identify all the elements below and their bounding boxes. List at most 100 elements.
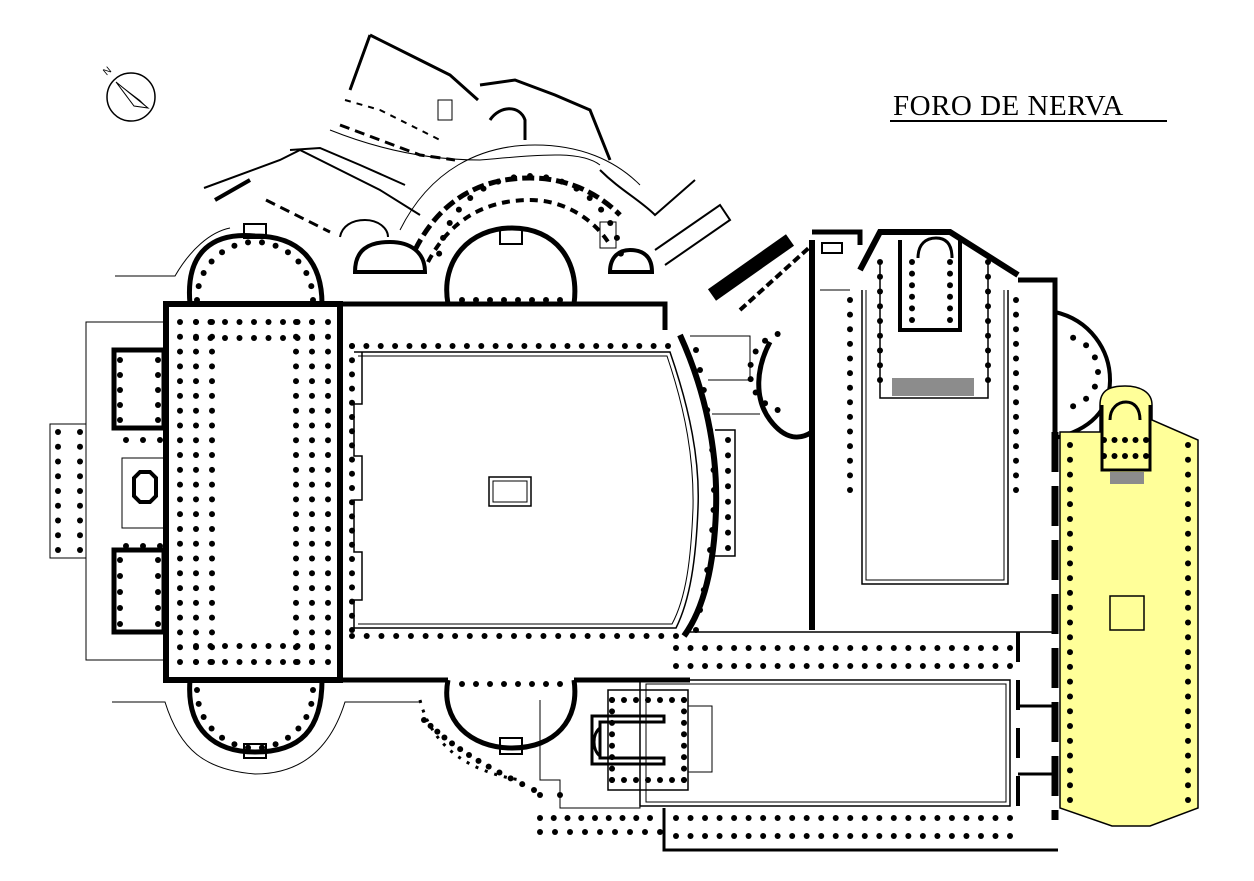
column-dot [725,483,731,490]
column-dot [909,270,915,277]
column-dot [847,297,853,303]
column-dot [265,659,272,665]
column-dot [209,363,215,370]
column-dot [607,343,614,349]
column-dot [934,833,941,839]
column-dot [877,318,883,324]
column-dot [193,407,199,414]
column-dot [669,777,675,783]
column-dot [1067,530,1073,537]
column-dot [349,456,355,463]
column-dot [193,570,199,577]
column-dot [909,282,915,289]
column-dot [1067,797,1073,803]
column-dot [617,250,624,257]
column-dot [193,319,199,325]
column-dot [1095,369,1101,375]
column-dot [1013,370,1019,377]
column-dot [877,332,883,339]
column-dot [208,725,215,732]
column-dot [789,815,796,821]
column-dot [193,437,199,444]
column-dot [487,681,493,687]
column-dot [155,402,161,408]
column-dot [774,330,781,337]
column-dot [325,481,331,488]
column-dot [847,413,853,420]
column-dot [507,775,514,782]
column-dot [501,681,507,687]
column-dot [272,741,279,748]
column-dot [725,452,731,459]
column-dot [934,645,941,651]
column-dot [177,319,183,325]
column-dot [378,633,385,639]
column-dot [280,659,286,665]
column-dot [511,633,517,639]
column-dot [407,633,414,639]
column-dot [251,659,257,665]
column-dot [752,389,759,396]
column-dot [529,297,535,303]
column-dot [525,633,532,639]
column-dot [1091,383,1098,390]
column-dot [557,681,563,687]
column-dot [193,422,199,429]
column-dot [578,815,585,821]
column-dot [582,829,588,835]
column-dot [349,470,355,477]
column-dot [1067,575,1073,582]
column-dot [308,283,315,290]
column-dot [919,815,926,821]
column-dot [803,645,810,651]
column-dot [1067,486,1073,493]
column-dot [449,343,456,349]
column-dot [406,343,413,349]
column-dot [1132,453,1139,459]
column-dot [446,220,453,227]
column-dot [193,392,199,399]
column-dot [293,481,299,488]
column-dot [1185,604,1191,611]
column-dot [349,513,355,520]
column-dot [702,645,709,651]
column-dot [325,599,331,606]
column-dot [1013,326,1019,333]
column-dot [890,815,897,821]
column-dot [501,297,507,303]
column-dot [177,466,183,473]
column-dot [599,633,606,639]
column-dot [1185,634,1191,641]
column-dot [325,319,331,325]
column-dot [877,288,883,295]
column-dot [847,355,853,362]
column-dot [459,297,465,303]
column-dot [265,319,272,325]
column-dot [77,458,83,465]
central-courtyard [340,225,760,755]
column-dot [909,259,915,265]
column-dot [117,573,123,579]
column-dot [947,282,953,289]
column-dot [876,663,883,669]
column-dot [309,496,315,503]
northern-markets [203,33,732,274]
column-dot [1185,515,1191,522]
column-dot [207,643,214,649]
column-dot [567,829,573,835]
column-dot [657,777,663,783]
column-dot [645,697,651,703]
column-dot [293,511,299,518]
column-dot [177,599,183,606]
column-dot [325,614,331,621]
column-dot [284,734,291,741]
column-dot [1067,752,1073,759]
column-dot [521,343,528,349]
column-dot [193,335,199,341]
column-dot [1007,645,1013,651]
column-dot [745,833,752,839]
column-dot [573,185,580,192]
column-dot [207,319,214,325]
column-dot [177,407,183,414]
column-dot [200,270,207,277]
